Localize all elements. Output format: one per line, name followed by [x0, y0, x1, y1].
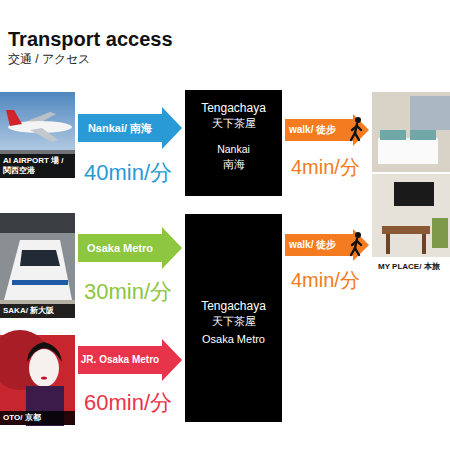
route-label: Osaka Metro [87, 243, 153, 254]
route-arrow [78, 339, 182, 381]
travel-time: 40min/分 [84, 162, 172, 184]
route-label: JR. Osaka Metro [81, 355, 159, 365]
walker-icon [351, 232, 361, 255]
walk-time: 4min/分 [291, 270, 360, 290]
route-arrow [78, 107, 182, 149]
hotel-photo [372, 92, 450, 257]
origin-photo: OTO/ 京都 [0, 335, 75, 425]
station-text: 天下茶屋 [212, 116, 256, 130]
travel-time: 60min/分 [84, 392, 172, 414]
photo-caption: MY PLACE/ 本旅 [372, 258, 450, 274]
station-box: Tengachaya天下茶屋 Nankai南海 [185, 90, 282, 196]
subtitle: 交通 / アクセス [8, 53, 90, 65]
station-text: Nankai [217, 142, 250, 156]
route-label: Nankai/ 南海 [88, 123, 152, 134]
train-photo [0, 213, 75, 318]
station-text: Tengachaya [201, 298, 266, 314]
photo-caption: SAKA/ 新大阪 [0, 304, 75, 318]
geisha-photo [0, 330, 75, 426]
station-text: Osaka Metro [202, 332, 265, 347]
route-arrow [285, 229, 369, 261]
hotel-photo: MY PLACE/ 本旅 [372, 92, 450, 274]
diagram-title: Transport access [8, 29, 173, 49]
walk-time: 4min/分 [291, 157, 360, 177]
station-text: 南海 [223, 157, 245, 171]
route-arrow [78, 227, 182, 269]
station-text: Tengachaya [201, 100, 266, 116]
photo-caption: AI AIRPORT 場 / 関西空港 [0, 154, 75, 178]
route-label: walk/ 徒步 [289, 240, 336, 250]
origin-photo: SAKA/ 新大阪 [0, 213, 75, 318]
photo-caption: OTO/ 京都 [0, 411, 75, 425]
route-label: walk/ 徒步 [289, 125, 336, 135]
station-box: Tengachaya天下茶屋 Osaka Metro [185, 214, 282, 422]
route-arrow [285, 114, 369, 146]
walker-icon [351, 117, 361, 140]
station-text: 天下茶屋 [212, 314, 256, 328]
origin-photo: AI AIRPORT 場 / 関西空港 [0, 92, 75, 178]
travel-time: 30min/分 [84, 281, 172, 303]
airport-photo [0, 92, 75, 178]
